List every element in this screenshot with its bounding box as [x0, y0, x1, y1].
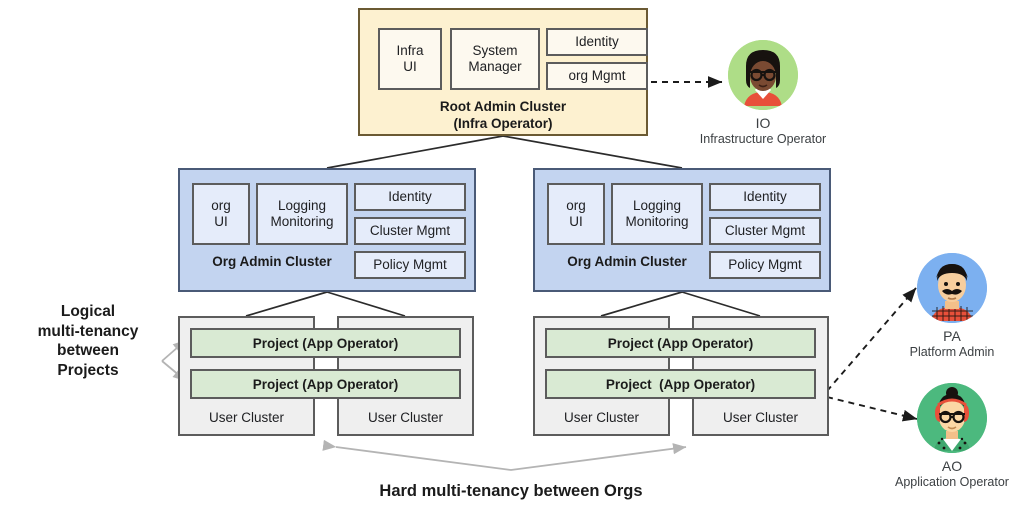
component-policy-mgmt[interactable]: Policy Mgmt	[709, 251, 821, 279]
root-admin-cluster[interactable]: Infra UI System Manager Identity org Mgm…	[358, 8, 648, 136]
org-admin-cluster-right-title: Org Admin Cluster	[567, 254, 687, 269]
component-cluster-mgmt-label: Cluster Mgmt	[724, 223, 806, 239]
component-policy-mgmt-label: Policy Mgmt	[728, 257, 802, 273]
org-admin-cluster-right[interactable]: org UI Logging Monitoring Identity Clust…	[533, 168, 831, 292]
component-logging-monitoring[interactable]: Logging Monitoring	[256, 183, 348, 245]
component-infra-ui-label-line2: UI	[403, 59, 417, 74]
project-right-1[interactable]: Project (App Operator)	[545, 328, 816, 358]
component-org-ui[interactable]: org UI	[192, 183, 250, 245]
component-identity-label: Identity	[388, 189, 432, 205]
component-system-manager[interactable]: System Manager	[450, 28, 540, 90]
component-system-manager-label-line2: Manager	[468, 59, 522, 74]
caption-line-1: Logical	[60, 303, 116, 320]
component-policy-mgmt[interactable]: Policy Mgmt	[354, 251, 466, 279]
root-admin-cluster-title-line2: (Infra Operator)	[453, 116, 553, 132]
component-logging-monitoring[interactable]: Logging Monitoring	[611, 183, 703, 245]
component-org-ui[interactable]: org UI	[547, 183, 605, 245]
component-policy-mgmt-label: Policy Mgmt	[373, 257, 447, 273]
component-infra-ui-label-line1: Infra	[396, 43, 424, 59]
component-logging-monitoring-label-line1: Logging	[632, 198, 682, 214]
avatar-platform-admin	[917, 253, 987, 323]
persona-application-operator[interactable]: AO Application Operator	[877, 383, 1022, 489]
component-org-ui-label-line1: org	[566, 198, 586, 214]
component-cluster-mgmt[interactable]: Cluster Mgmt	[354, 217, 466, 245]
component-system-manager-label-line1: System	[472, 43, 518, 59]
user-cluster-label: User Cluster	[722, 410, 798, 425]
persona-role: Platform Admin	[909, 345, 995, 359]
component-logging-monitoring-label-line2: Monitoring	[625, 214, 689, 229]
component-org-mgmt[interactable]: org Mgmt	[546, 62, 648, 90]
component-cluster-mgmt[interactable]: Cluster Mgmt	[709, 217, 821, 245]
caption-line-3: between	[56, 342, 119, 360]
org-admin-cluster-left-title: Org Admin Cluster	[212, 254, 332, 269]
component-cluster-mgmt-label: Cluster Mgmt	[369, 223, 451, 239]
persona-infrastructure-operator[interactable]: IO Infrastructure Operator	[688, 40, 838, 146]
persona-abbr: PA	[943, 328, 961, 344]
caption-logical-multitenancy: Logical multi-tenancy between Projects	[14, 302, 162, 381]
user-cluster-label: User Cluster	[367, 410, 443, 425]
project-right-2[interactable]: Project (App Operator)	[545, 369, 816, 399]
project-left-1[interactable]: Project (App Operator)	[190, 328, 461, 358]
component-identity[interactable]: Identity	[546, 28, 648, 56]
component-infra-ui[interactable]: Infra UI	[378, 28, 442, 90]
component-logging-monitoring-label-line2: Monitoring	[270, 214, 334, 229]
caption-line-2: multi-tenancy	[37, 322, 139, 340]
connector-org-left-to-user-clusters	[245, 291, 406, 317]
component-org-ui-label-line2: UI	[214, 214, 228, 229]
org-admin-cluster-left[interactable]: org UI Logging Monitoring Identity Clust…	[178, 168, 476, 292]
component-identity-label: Identity	[743, 189, 787, 205]
root-admin-cluster-title-line1: Root Admin Cluster	[439, 99, 567, 114]
component-identity[interactable]: Identity	[709, 183, 821, 211]
user-cluster-label: User Cluster	[563, 410, 639, 425]
user-cluster-label: User Cluster	[208, 410, 284, 425]
component-identity[interactable]: Identity	[354, 183, 466, 211]
avatar-application-operator	[917, 383, 987, 453]
component-org-ui-label-line2: UI	[569, 214, 583, 229]
persona-abbr: AO	[941, 458, 963, 474]
persona-platform-admin[interactable]: PA Platform Admin	[877, 253, 1022, 359]
persona-role: Infrastructure Operator	[699, 132, 827, 146]
component-org-ui-label-line1: org	[211, 198, 231, 214]
component-identity-label: Identity	[575, 34, 619, 50]
root-admin-cluster-title: Root Admin Cluster (Infra Operator)	[360, 98, 646, 133]
caption-hard-multitenancy: Hard multi-tenancy between Orgs	[379, 482, 643, 500]
connector-root-to-orgs	[326, 135, 683, 169]
avatar-infrastructure-operator	[728, 40, 798, 110]
persona-abbr: IO	[755, 115, 771, 131]
persona-role: Application Operator	[895, 475, 1009, 489]
component-logging-monitoring-label-line1: Logging	[277, 198, 327, 214]
connector-org-right-to-user-clusters	[600, 291, 761, 317]
project-left-2[interactable]: Project (App Operator)	[190, 369, 461, 399]
grey-arrow-hard-multitenancy	[322, 439, 687, 471]
component-org-mgmt-label: org Mgmt	[568, 68, 626, 84]
caption-line-4: Projects	[57, 362, 119, 380]
